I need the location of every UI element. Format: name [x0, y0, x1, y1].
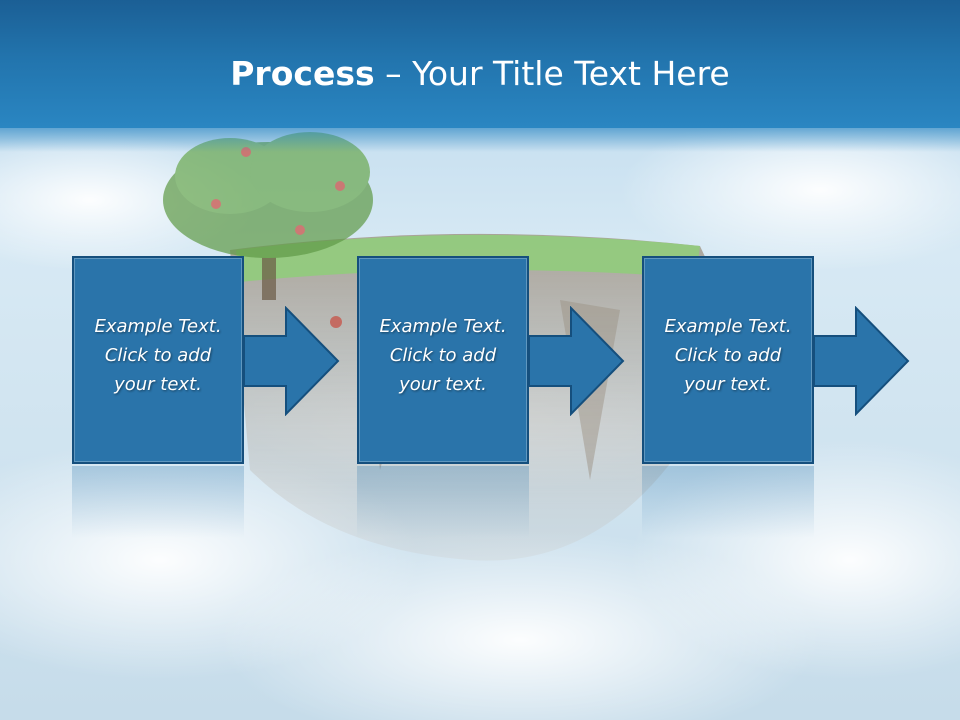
title-band [0, 0, 960, 152]
right-arrow-icon [814, 306, 910, 416]
step-reflection [72, 466, 244, 538]
step-text-line: Click to add [674, 345, 782, 366]
process-step-text: Example Text. Click to add your text. [74, 312, 242, 399]
right-arrow-icon [529, 306, 625, 416]
step-text-line: Example Text. [664, 316, 792, 337]
step-reflection [357, 466, 529, 538]
step-text-line: Click to add [104, 345, 212, 366]
step-text-line: your text. [684, 374, 772, 395]
right-arrow-icon [244, 306, 340, 416]
step-text-line: Click to add [389, 345, 497, 366]
slide-title[interactable]: Process – Your Title Text Here [0, 52, 960, 96]
step-text-line: Example Text. [379, 316, 507, 337]
step-reflection [642, 466, 814, 538]
step-text-line: your text. [114, 374, 202, 395]
step-text-line: Example Text. [94, 316, 222, 337]
title-bold-text: Process [230, 54, 375, 93]
step-text-line: your text. [399, 374, 487, 395]
process-step-text: Example Text. Click to add your text. [359, 312, 527, 399]
process-step-3[interactable]: Example Text. Click to add your text. [642, 256, 814, 464]
process-step-text: Example Text. Click to add your text. [644, 312, 812, 399]
process-step-1[interactable]: Example Text. Click to add your text. [72, 256, 244, 464]
process-step-2[interactable]: Example Text. Click to add your text. [357, 256, 529, 464]
title-rest-text: – Your Title Text Here [374, 54, 730, 93]
